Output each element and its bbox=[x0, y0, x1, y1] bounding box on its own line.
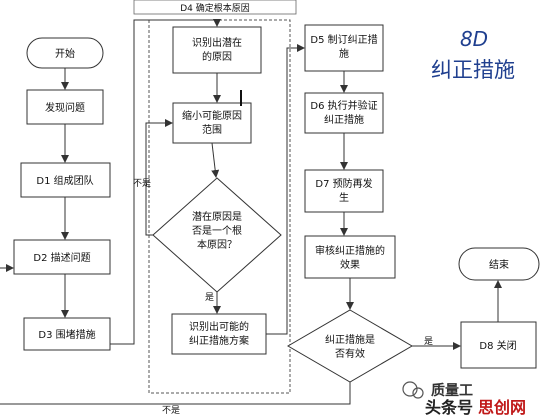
watermark-bg bbox=[360, 378, 548, 416]
narrow-line2: 范围 bbox=[202, 123, 222, 136]
root-check-line1: 潜在原因是 bbox=[192, 210, 242, 223]
identify-actions-line1: 识别出可能的 bbox=[189, 320, 249, 333]
effective-check-line1: 纠正措施是 bbox=[325, 333, 375, 346]
label-no-bottom: 不是 bbox=[162, 405, 180, 416]
d7-line1: D7 预防再发 bbox=[315, 177, 372, 190]
arrow-d3-identify bbox=[110, 19, 221, 345]
identify-causes-box bbox=[172, 26, 262, 74]
narrow-line1: 缩小可能原因 bbox=[182, 109, 242, 122]
watermark-line2-b: 思创网 bbox=[478, 398, 526, 416]
root-check-line3: 本原因？ bbox=[197, 238, 237, 251]
effective-check-line2: 否有效 bbox=[335, 347, 365, 360]
review-line1: 审核纠正措施的 bbox=[315, 244, 385, 257]
label-yes-right: 是 bbox=[424, 336, 433, 347]
chat-icon bbox=[402, 381, 418, 397]
narrow-box bbox=[172, 102, 252, 144]
watermark-line1: 质量工 bbox=[431, 382, 473, 399]
title-8d: 8D bbox=[460, 27, 488, 51]
d7-line2: 生 bbox=[339, 191, 349, 204]
review-box bbox=[304, 235, 396, 279]
d7-box bbox=[304, 169, 384, 213]
d6-box bbox=[304, 92, 384, 134]
watermark: 质量工 头条号 思创网 bbox=[360, 378, 548, 416]
identify-actions-box bbox=[171, 313, 267, 355]
d5-line2: 施 bbox=[339, 47, 349, 60]
effective-decision bbox=[287, 309, 413, 383]
discover-box bbox=[26, 89, 104, 125]
d5-box bbox=[304, 24, 384, 72]
d2-box bbox=[13, 239, 111, 275]
discover-label: 发现问题 bbox=[45, 101, 85, 114]
identify-actions-line2: 纠正措施方案 bbox=[189, 334, 249, 347]
d2-label: D2 描述问题 bbox=[33, 251, 90, 264]
d5-line1: D5 制订纠正措 bbox=[310, 33, 377, 46]
d4-group-label: D4 确定根本原因 bbox=[180, 2, 250, 14]
start-label: 开始 bbox=[55, 47, 75, 60]
d3-box bbox=[23, 317, 111, 351]
label-yes-down: 是 bbox=[205, 292, 214, 303]
watermark-line2-a: 头条号 bbox=[425, 398, 473, 416]
identify-causes-line1: 识别出潜在 bbox=[192, 36, 242, 49]
arrow-narrow-decision bbox=[211, 142, 220, 178]
d6-line2: 纠正措施 bbox=[324, 113, 364, 126]
d4-group-label-box bbox=[133, 0, 297, 15]
end-label: 结束 bbox=[489, 258, 509, 271]
title-subtitle: 纠正措施 bbox=[431, 58, 515, 82]
d1-label: D1 组成团队 bbox=[36, 174, 93, 187]
arrow-effective-no bbox=[0, 382, 351, 405]
label-no-loop: 不是 bbox=[133, 178, 151, 189]
d6-line1: D6 执行并验证 bbox=[310, 99, 377, 112]
d8-box bbox=[460, 321, 537, 369]
d8-label: D8 关闭 bbox=[479, 339, 516, 352]
review-line2: 效果 bbox=[340, 258, 360, 271]
d3-label: D3 围堵措施 bbox=[38, 328, 95, 341]
root-check-line2: 否是一个根 bbox=[192, 224, 242, 237]
d1-box bbox=[20, 162, 111, 198]
arrow-decision-no-loop bbox=[145, 119, 173, 236]
arrow-actions-d5 bbox=[266, 44, 305, 335]
identify-causes-line2: 的原因 bbox=[202, 50, 232, 63]
chat-icon-small bbox=[412, 387, 424, 399]
